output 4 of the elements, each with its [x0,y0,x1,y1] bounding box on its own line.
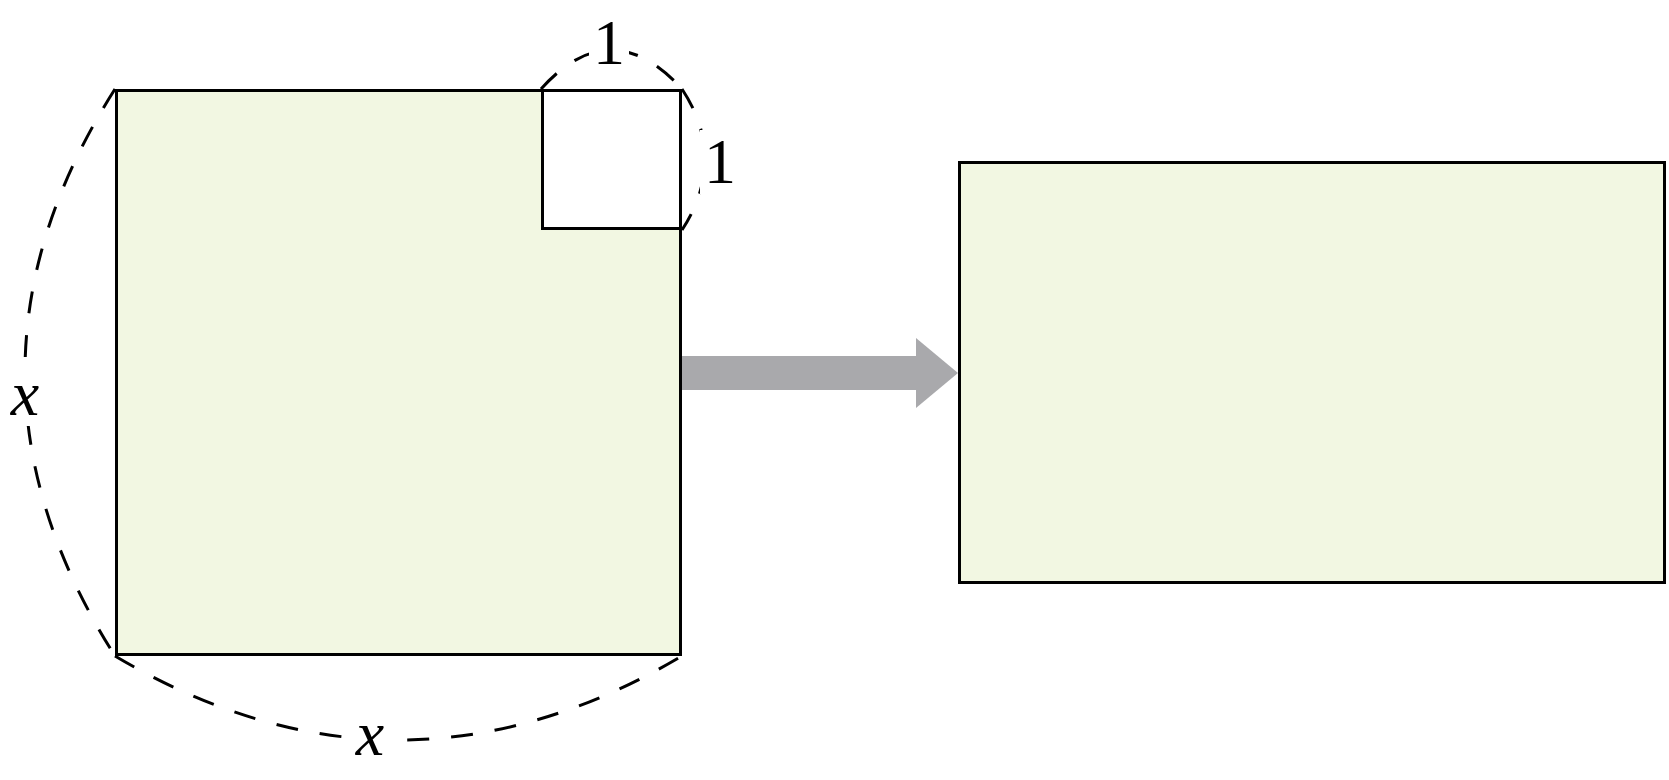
rectangle-shape [115,89,682,656]
rectangle-shape [958,161,1666,584]
cut-out-square [541,89,682,230]
arrow [682,338,958,408]
